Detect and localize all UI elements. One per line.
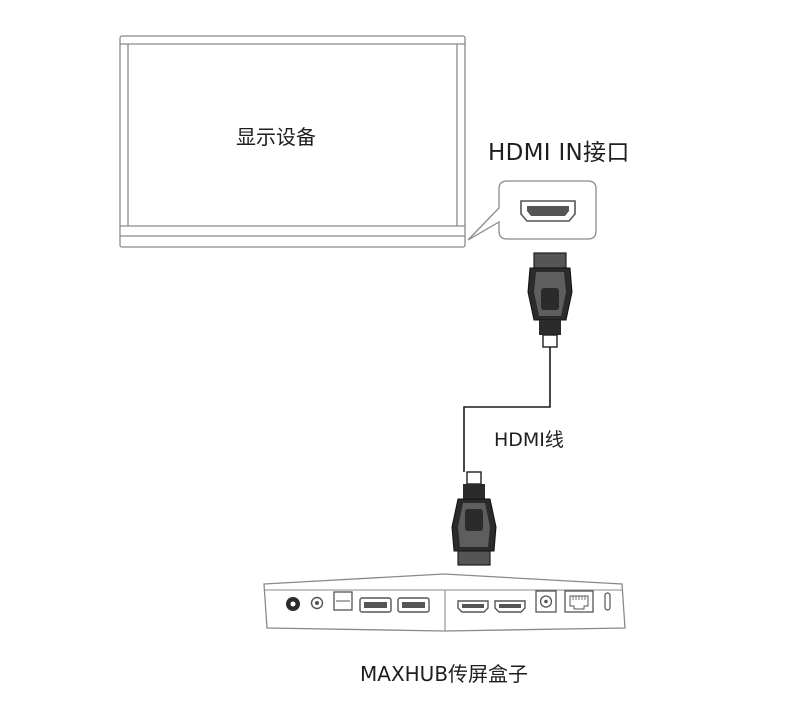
usb-port-1-icon	[359, 597, 392, 613]
maxhub-box	[263, 573, 626, 632]
hdmi-connector-top	[527, 252, 573, 348]
ethernet-port-icon	[564, 590, 594, 613]
hdmi-port-2-icon	[494, 600, 526, 613]
hdmi-cable	[463, 347, 551, 472]
hdmi-port-icon	[520, 200, 576, 222]
dc-power-port-icon	[535, 590, 557, 613]
hdmi-in-port-callout	[467, 180, 597, 241]
hdmi-in-port-label: HDMI IN接口	[488, 140, 630, 166]
slot-icon	[604, 592, 611, 611]
usb-port-2-icon	[397, 597, 430, 613]
display-device	[119, 35, 466, 248]
hdmi-port-1-icon	[457, 600, 489, 613]
maxhub-box-label: MAXHUB传屏盒子	[360, 662, 529, 686]
button-icon	[286, 597, 300, 611]
hdmi-connector-bottom	[451, 471, 497, 566]
display-device-label: 显示设备	[236, 125, 316, 149]
hdmi-cable-label: HDMI线	[494, 429, 564, 451]
square-port-icon	[333, 591, 353, 611]
audio-jack-icon	[310, 596, 324, 610]
